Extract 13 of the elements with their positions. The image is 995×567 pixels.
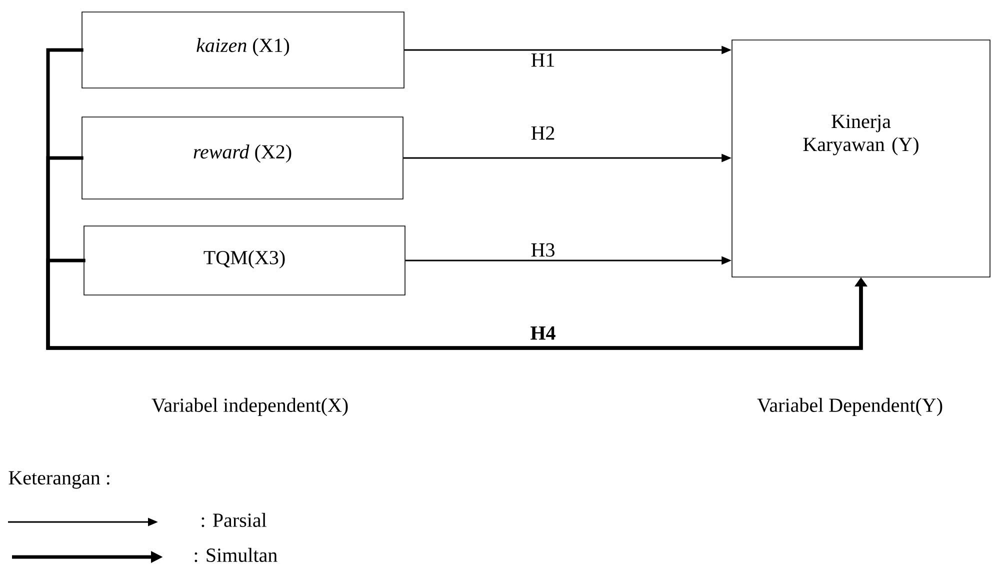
edge-label: H3 <box>530 242 556 258</box>
edge-label: H1 <box>530 52 556 68</box>
variable-box: reward (X2) <box>82 116 404 200</box>
legend-text: : Parsial <box>202 512 266 528</box>
edge-label: H4 <box>529 325 557 341</box>
axis-caption: Variabel Dependent(Y) <box>757 398 942 416</box>
legend-text: : Simultan <box>194 548 278 562</box>
variable-box: TQM(X3) <box>84 226 406 296</box>
variable-box: Kinerja Karyawan (Y) <box>732 40 990 278</box>
variable-box: kaizen (X1) <box>82 12 404 88</box>
legend-title: Keterangan : <box>8 471 110 489</box>
axis-caption: Variabel independent(X) <box>152 398 348 416</box>
edge-label: H2 <box>530 125 556 141</box>
